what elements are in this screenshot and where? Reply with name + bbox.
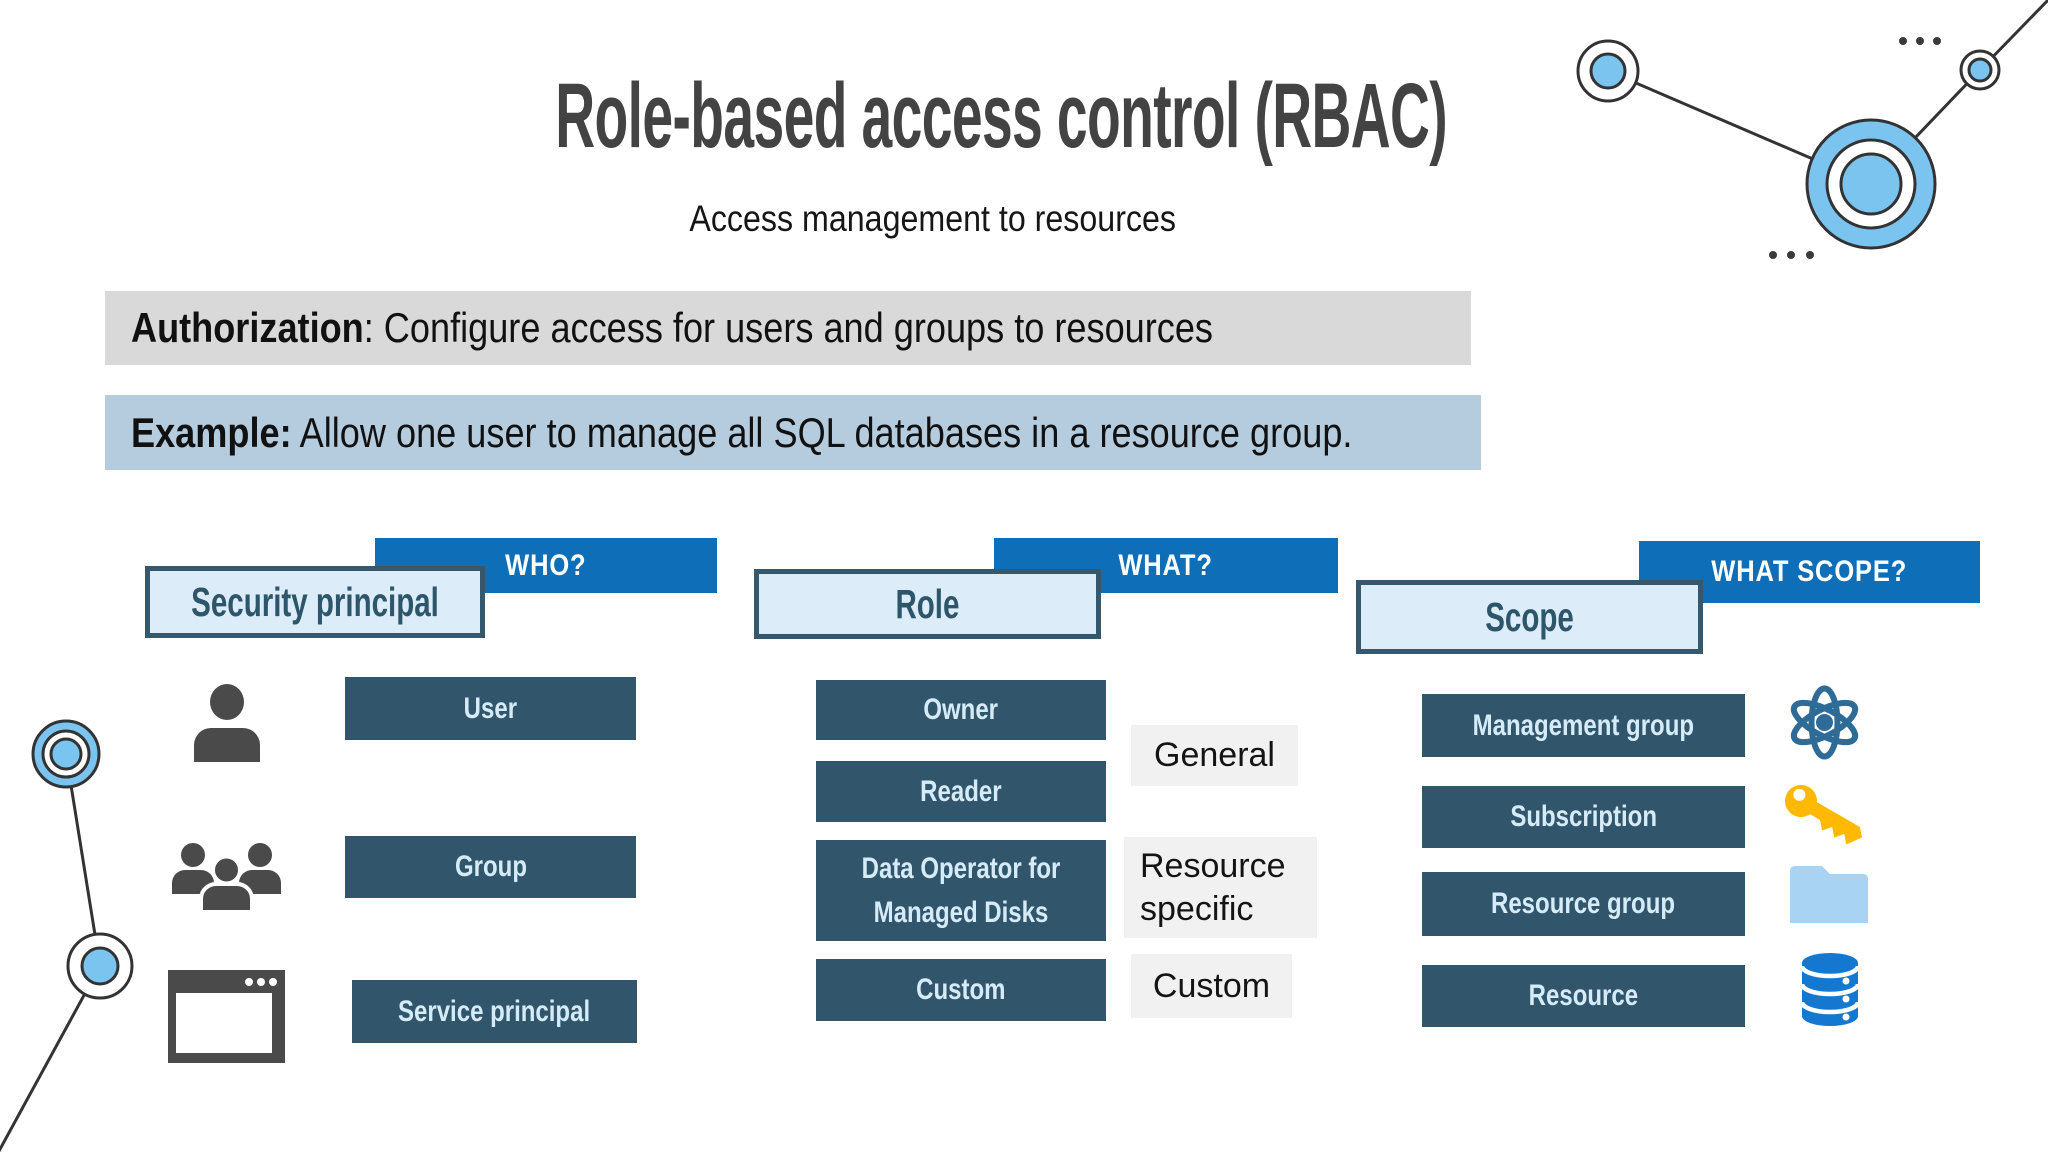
scope-resource-bar: Resource <box>1422 965 1745 1027</box>
authorization-text: : Configure access for users and groups … <box>363 304 1213 351</box>
connector-line <box>0 965 102 1152</box>
authorization-label: Authorization <box>131 304 364 351</box>
authorization-banner: Authorization: Configure access for user… <box>105 291 1471 365</box>
user-bar: User <box>345 677 636 740</box>
security-principal-box: Security principal <box>145 566 485 638</box>
scope-box: Scope <box>1356 580 1703 654</box>
circle-node-small <box>66 932 134 1000</box>
circle-node-tiny <box>1959 49 2001 91</box>
key-icon <box>1785 785 1862 845</box>
role-owner-bar: Owner <box>816 680 1106 740</box>
dots-row <box>1769 37 1941 259</box>
network-decoration-top-right <box>1576 0 2048 259</box>
page-title: Role-based access control (RBAC) <box>555 65 1447 167</box>
group-bar: Group <box>345 836 636 898</box>
role-box: Role <box>754 569 1101 639</box>
role-group-custom-label: Custom <box>1131 954 1292 1018</box>
example-text: Allow one user to manage all SQL databas… <box>291 408 1353 456</box>
app-window-icon <box>168 970 285 1063</box>
service-principal-bar: Service principal <box>352 980 637 1043</box>
atom-icon <box>1790 685 1859 760</box>
page-subtitle: Access management to resources <box>689 198 1177 239</box>
connector-line <box>64 753 102 967</box>
circle-node-ringed <box>31 719 101 789</box>
user-icon <box>194 684 260 762</box>
example-banner: Example: Allow one user to manage all SQ… <box>105 395 1481 470</box>
scope-subscription-bar: Subscription <box>1422 786 1745 848</box>
role-custom-bar: Custom <box>816 959 1106 1021</box>
database-icon <box>1801 953 1859 1026</box>
circle-node-large <box>1805 118 1937 250</box>
folder-icon <box>1790 866 1868 923</box>
example-label: Example: <box>131 408 292 456</box>
network-decoration-bottom-left <box>0 719 134 1152</box>
scope-resource-group-bar: Resource group <box>1422 872 1745 936</box>
role-data-operator-bar: Data Operator for Managed Disks <box>816 840 1106 941</box>
scope-management-group-bar: Management group <box>1422 694 1745 757</box>
role-group-resource-specific-label: Resource specific <box>1124 837 1317 938</box>
group-icon <box>172 843 281 912</box>
role-reader-bar: Reader <box>816 761 1106 822</box>
role-group-general-label: General <box>1131 725 1298 786</box>
circle-node-small <box>1576 39 1640 103</box>
